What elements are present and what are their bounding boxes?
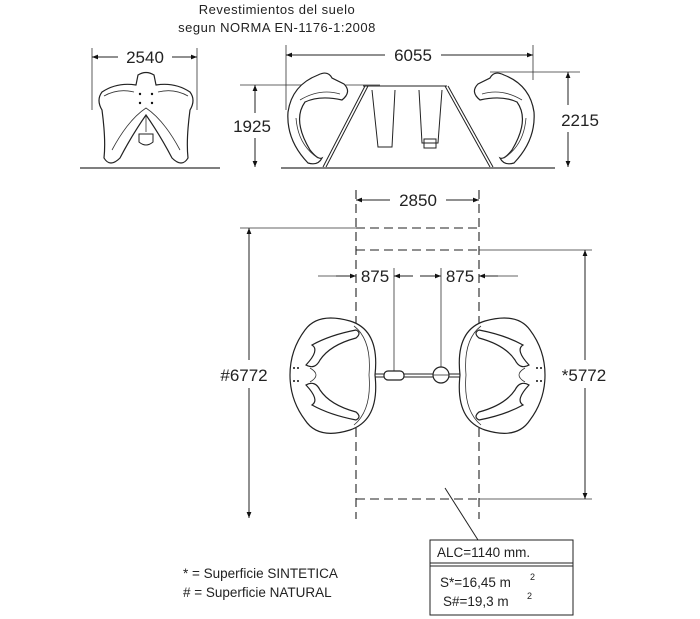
synthetic-length-dimension: *5772 [562, 366, 606, 385]
legend-synthetic: * = Superficie SINTETICA [183, 566, 338, 581]
plan-width-dimension: 2850 [399, 191, 437, 210]
drawing-title: Revestimientos del suelo segun NORMA EN-… [178, 2, 376, 35]
title-line-2: segun NORMA EN-1176-1:2008 [178, 20, 376, 35]
synthetic-area-value: S*=16,45 m [440, 575, 511, 590]
front-width-dimension: 2540 [126, 48, 164, 67]
side-right-arch [473, 72, 535, 165]
surface-legend: * = Superficie SINTETICA # = Superficie … [183, 566, 338, 600]
synthetic-area-exponent: 2 [530, 572, 535, 582]
front-view: 2540 [80, 48, 220, 169]
side-height-right-dimension: 2215 [561, 111, 599, 130]
natural-area-value: S#=19,3 m [443, 594, 509, 609]
natural-area-exponent: 2 [527, 591, 532, 601]
side-swing-seat-2 [418, 89, 443, 144]
side-length-dimension: 6055 [394, 46, 432, 65]
front-swing-seat [138, 133, 154, 146]
title-line-1: Revestimientos del suelo [199, 2, 356, 17]
side-height-left-dimension: 1925 [233, 117, 271, 136]
front-structure [98, 71, 194, 164]
plan-right-unit [458, 317, 546, 434]
plan-swing-seat-flat [383, 370, 405, 381]
legend-natural: # = Superficie NATURAL [183, 585, 332, 600]
leader-line [444, 487, 479, 541]
side-view: 6055 1925 2215 [233, 45, 599, 169]
side-left-arch [287, 72, 349, 165]
plan-left-unit [289, 317, 377, 434]
natural-length-dimension: #6772 [220, 366, 267, 385]
clearance-left-dimension: 875 [361, 267, 389, 286]
plan-view: 2850 #6772 *5772 875 875 [220, 190, 606, 541]
alc-value: ALC=1140 mm. [437, 545, 530, 560]
side-swing-seat-1 [371, 89, 396, 148]
info-box: ALC=1140 mm. S*=16,45 m 2 S#=19,3 m 2 [429, 539, 574, 616]
clearance-right-dimension: 875 [446, 267, 474, 286]
